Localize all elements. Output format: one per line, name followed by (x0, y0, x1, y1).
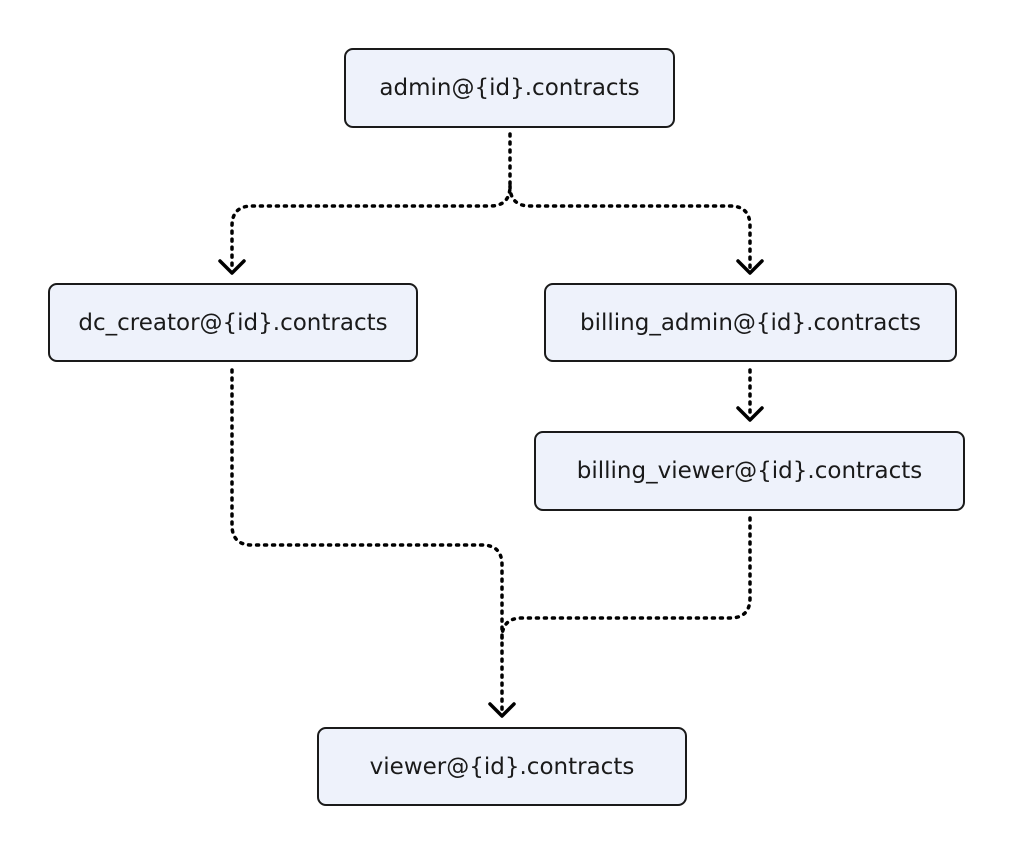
node-billing-admin-label: billing_admin@{id}.contracts (580, 309, 921, 336)
arrowhead-billing-admin (736, 259, 764, 275)
node-admin: admin@{id}.contracts (344, 48, 675, 128)
node-dc-creator: dc_creator@{id}.contracts (48, 283, 418, 362)
arrowhead-dc-creator (218, 259, 246, 275)
node-dc-creator-label: dc_creator@{id}.contracts (78, 309, 388, 336)
arrowhead-billing-viewer (736, 406, 764, 422)
node-billing-viewer-label: billing_viewer@{id}.contracts (576, 458, 923, 484)
node-billing-admin: billing_admin@{id}.contracts (544, 283, 957, 362)
edge-admin-to-dc-creator (230, 132, 512, 272)
arrowhead-viewer (488, 702, 516, 718)
edge-billing-viewer-to-viewer (500, 516, 752, 640)
node-billing-viewer: billing_viewer@{id}.contracts (534, 431, 965, 511)
edge-admin-to-billing-admin (508, 184, 752, 272)
edge-dc-creator-to-viewer (230, 368, 504, 716)
node-admin-label: admin@{id}.contracts (379, 75, 640, 101)
node-viewer-label: viewer@{id}.contracts (369, 753, 635, 780)
node-viewer: viewer@{id}.contracts (317, 727, 687, 806)
